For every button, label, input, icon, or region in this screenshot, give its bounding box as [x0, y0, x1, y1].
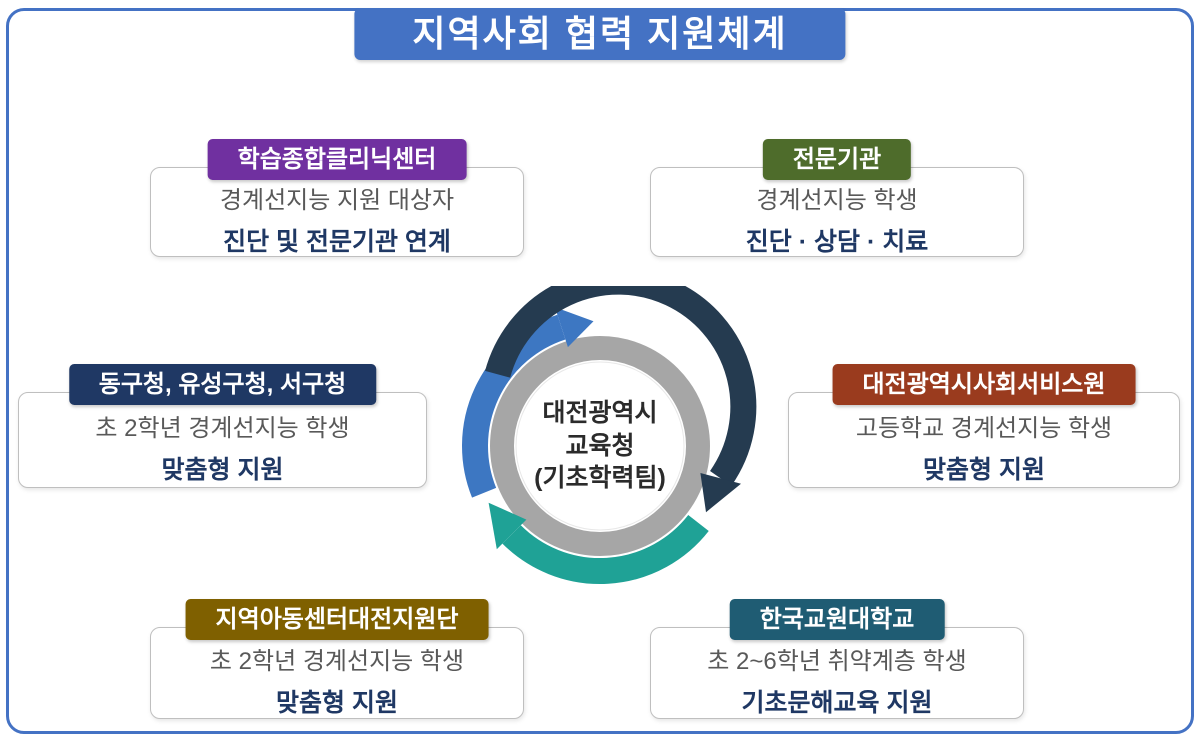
page-title: 지역사회 협력 지원체계: [354, 8, 846, 60]
box-learning-clinic-center-target: 경계선지능 지원 대상자: [219, 187, 455, 214]
box-child-center-support-group-target: 초 2학년 경계선지능 학생: [209, 648, 465, 675]
box-specialized-agency: 전문기관 경계선지능 학생 진단 · 상담 · 치료: [650, 139, 1024, 257]
cycle-left-arc: [462, 314, 566, 498]
cycle-center-label: 대전광역시 교육청 (기초학력팀): [440, 286, 760, 606]
cycle-center-line1: 대전광역시: [542, 399, 658, 428]
box-district-offices-target: 초 2학년 경계선지능 학생: [95, 415, 350, 442]
box-child-center-support-group-header: 지역아동센터대전지원단: [185, 599, 489, 640]
cycle-left-arrowhead-icon: [554, 307, 594, 348]
box-child-center-support-group-support: 맞춤형 지원: [276, 689, 398, 717]
box-specialized-agency-header: 전문기관: [762, 139, 912, 180]
cycle-gray-ring: [490, 336, 710, 556]
cycle-right-arrowhead-icon: [488, 502, 527, 550]
box-national-university-of-education: 한국교원대학교 초 2~6학년 취약계층 학생 기초문해교육 지원: [650, 599, 1024, 719]
box-learning-clinic-center: 학습종합클리닉센터 경계선지능 지원 대상자 진단 및 전문기관 연계: [150, 139, 524, 257]
box-district-offices-support: 맞춤형 지원: [161, 456, 284, 484]
box-specialized-agency-target: 경계선지능 학생: [756, 187, 918, 214]
box-learning-clinic-center-header: 학습종합클리닉센터: [207, 139, 467, 180]
box-learning-clinic-center-support: 진단 및 전문기관 연계: [223, 228, 451, 256]
box-social-service-agency-support: 맞춤형 지원: [923, 456, 1045, 484]
box-national-university-of-education-header: 한국교원대학교: [729, 599, 945, 640]
box-child-center-support-group: 지역아동센터대전지원단 초 2학년 경계선지능 학생 맞춤형 지원: [150, 599, 524, 719]
box-specialized-agency-support: 진단 · 상담 · 치료: [745, 228, 929, 256]
box-social-service-agency-target: 고등학교 경계선지능 학생: [855, 415, 1113, 442]
cycle-center-line2: 교육청: [565, 431, 635, 460]
box-social-service-agency-header: 대전광역시사회서비스원: [832, 364, 1136, 405]
cycle-top-arc: [485, 286, 757, 486]
box-social-service-agency: 대전광역시사회서비스원 고등학교 경계선지능 학생 맞춤형 지원: [788, 364, 1180, 488]
cycle-right-arc: [502, 514, 709, 584]
cycle-center-line3: (기초학력팀): [534, 464, 666, 493]
box-district-offices: 동구청, 유성구청, 서구청 초 2학년 경계선지능 학생 맞춤형 지원: [18, 364, 427, 488]
box-district-offices-header: 동구청, 유성구청, 서구청: [68, 364, 377, 405]
cycle-arrows-graphic: [462, 286, 757, 584]
cycle-center-disc: [515, 361, 685, 531]
box-national-university-of-education-support: 기초문해교육 지원: [741, 689, 933, 717]
box-national-university-of-education-target: 초 2~6학년 취약계층 학생: [707, 648, 967, 675]
cooperation-cycle-diagram: 대전광역시 교육청 (기초학력팀): [440, 286, 760, 606]
cycle-top-arrowhead-icon: [700, 473, 741, 513]
